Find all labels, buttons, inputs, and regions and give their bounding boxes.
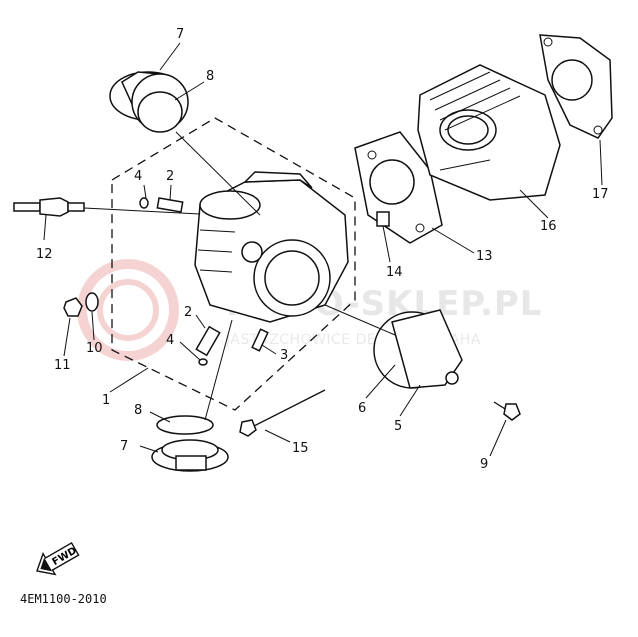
callout-6: 6 [358, 401, 366, 416]
o-ring-top [137, 91, 183, 133]
callout-4b: 4 [166, 333, 174, 348]
spark-plug [13, 197, 201, 217]
callout-1: 1 [102, 393, 110, 408]
drain-bolt [63, 292, 99, 317]
callout-8b: 8 [134, 403, 142, 418]
catalog-code: 4EM1100-2010 [20, 592, 107, 606]
cylinder [417, 64, 561, 201]
tappet-cover-bottom [151, 439, 229, 472]
o-ring-bottom [156, 415, 214, 435]
dowel-pins [139, 197, 269, 366]
callout-3: 3 [280, 348, 288, 363]
leader-lines [43, 42, 603, 457]
callout-15: 15 [292, 441, 309, 456]
callout-2b: 2 [184, 305, 192, 320]
callout-9: 9 [480, 457, 488, 472]
assembly-outline [111, 117, 356, 411]
callout-10: 10 [86, 341, 103, 356]
callout-numbers: 7 8 4 2 12 10 11 1 2 4 3 8 7 15 6 5 9 14… [36, 27, 609, 472]
callout-17: 17 [592, 187, 609, 202]
fwd-arrow-icon: FWD [36, 541, 80, 576]
callout-12: 12 [36, 247, 53, 262]
callout-11: 11 [54, 358, 71, 373]
callout-4: 4 [134, 169, 142, 184]
callout-14: 14 [386, 265, 403, 280]
callout-2: 2 [166, 169, 174, 184]
callout-8: 8 [206, 69, 214, 84]
callout-13: 13 [476, 249, 493, 264]
cover-bolt [493, 401, 521, 421]
stud-bolt [239, 389, 326, 437]
base-gasket [539, 34, 613, 139]
callout-7: 7 [176, 27, 184, 42]
cylinder-head [194, 171, 349, 323]
callout-5: 5 [394, 419, 402, 434]
dowel-pin-14 [376, 211, 390, 227]
callout-16: 16 [540, 219, 557, 234]
side-cover [373, 309, 463, 389]
callout-7b: 7 [120, 439, 128, 454]
